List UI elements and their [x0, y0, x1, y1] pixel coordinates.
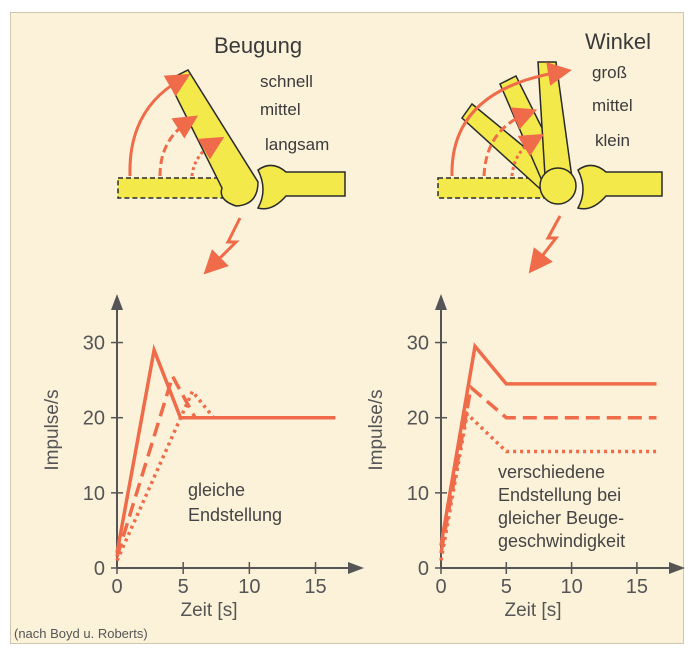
- series-line-solid: [439, 342, 657, 546]
- annotation-line: verschiedene: [498, 462, 605, 482]
- x-tick-label: 10: [238, 576, 260, 598]
- x-tick-label: 0: [111, 576, 122, 598]
- annotation-line: gleicher Beuge-: [498, 508, 624, 528]
- heading-left: Beugung: [214, 33, 302, 58]
- y-tick-label: 20: [407, 408, 429, 430]
- y-tick-label: 30: [83, 333, 105, 355]
- series-line-dashed: [115, 371, 336, 558]
- x-tick-label: 15: [304, 576, 326, 598]
- x-tick-label: 10: [560, 576, 582, 598]
- heading-right: Winkel: [585, 29, 651, 54]
- label-fast: schnell: [260, 72, 313, 91]
- x-tick-label: 0: [435, 576, 446, 598]
- x-tick-label: 5: [501, 576, 512, 598]
- bone-fixed-right: [576, 164, 663, 210]
- arc-large-right: [450, 62, 572, 177]
- x-axis-title: Zeit [s]: [504, 600, 561, 621]
- y-tick-label: 20: [83, 408, 105, 430]
- annotation-line: gleiche: [188, 480, 245, 500]
- source-credit: (nach Boyd u. Roberts): [14, 626, 148, 641]
- arc-medium-left: [158, 115, 199, 177]
- y-tick-label: 0: [418, 558, 429, 580]
- annotation-line: geschwindigkeit: [498, 531, 625, 551]
- impulse-icon-right: [528, 215, 562, 274]
- y-axis-arrow: [435, 294, 447, 310]
- y-tick-label: 10: [83, 483, 105, 505]
- x-axis-arrow: [669, 562, 685, 574]
- illustration-left: [117, 69, 346, 275]
- series-line-dotted: [115, 388, 336, 562]
- x-axis-arrow: [348, 562, 364, 574]
- arc-slow-left: [190, 136, 225, 177]
- y-axis-title: Impulse/s: [42, 389, 63, 470]
- illustration-right: [437, 61, 663, 274]
- series-line-dotted: [439, 410, 657, 561]
- x-axis-title: Zeit [s]: [180, 600, 237, 621]
- label-small: klein: [595, 131, 630, 150]
- y-tick-label: 0: [94, 558, 105, 580]
- arc-fast-left: [128, 73, 191, 177]
- y-tick-label: 10: [407, 483, 429, 505]
- arc-medium-right: [482, 107, 538, 177]
- label-large: groß: [592, 63, 627, 82]
- x-tick-label: 15: [626, 576, 648, 598]
- label-medium-left: mittel: [260, 100, 301, 119]
- bone-fixed-left: [256, 164, 346, 210]
- label-medium-right: mittel: [592, 96, 633, 115]
- y-tick-label: 30: [407, 333, 429, 355]
- impulse-icon-left: [203, 217, 242, 275]
- figure-panel: [10, 12, 684, 644]
- x-tick-label: 5: [178, 576, 189, 598]
- joint-head-right: [539, 167, 577, 205]
- label-slow: langsam: [265, 135, 329, 154]
- y-axis-title: Impulse/s: [366, 389, 387, 470]
- annotation-line: Endstellung bei: [498, 485, 621, 505]
- annotation-line: Endstellung: [188, 505, 282, 525]
- y-axis-arrow: [111, 294, 123, 310]
